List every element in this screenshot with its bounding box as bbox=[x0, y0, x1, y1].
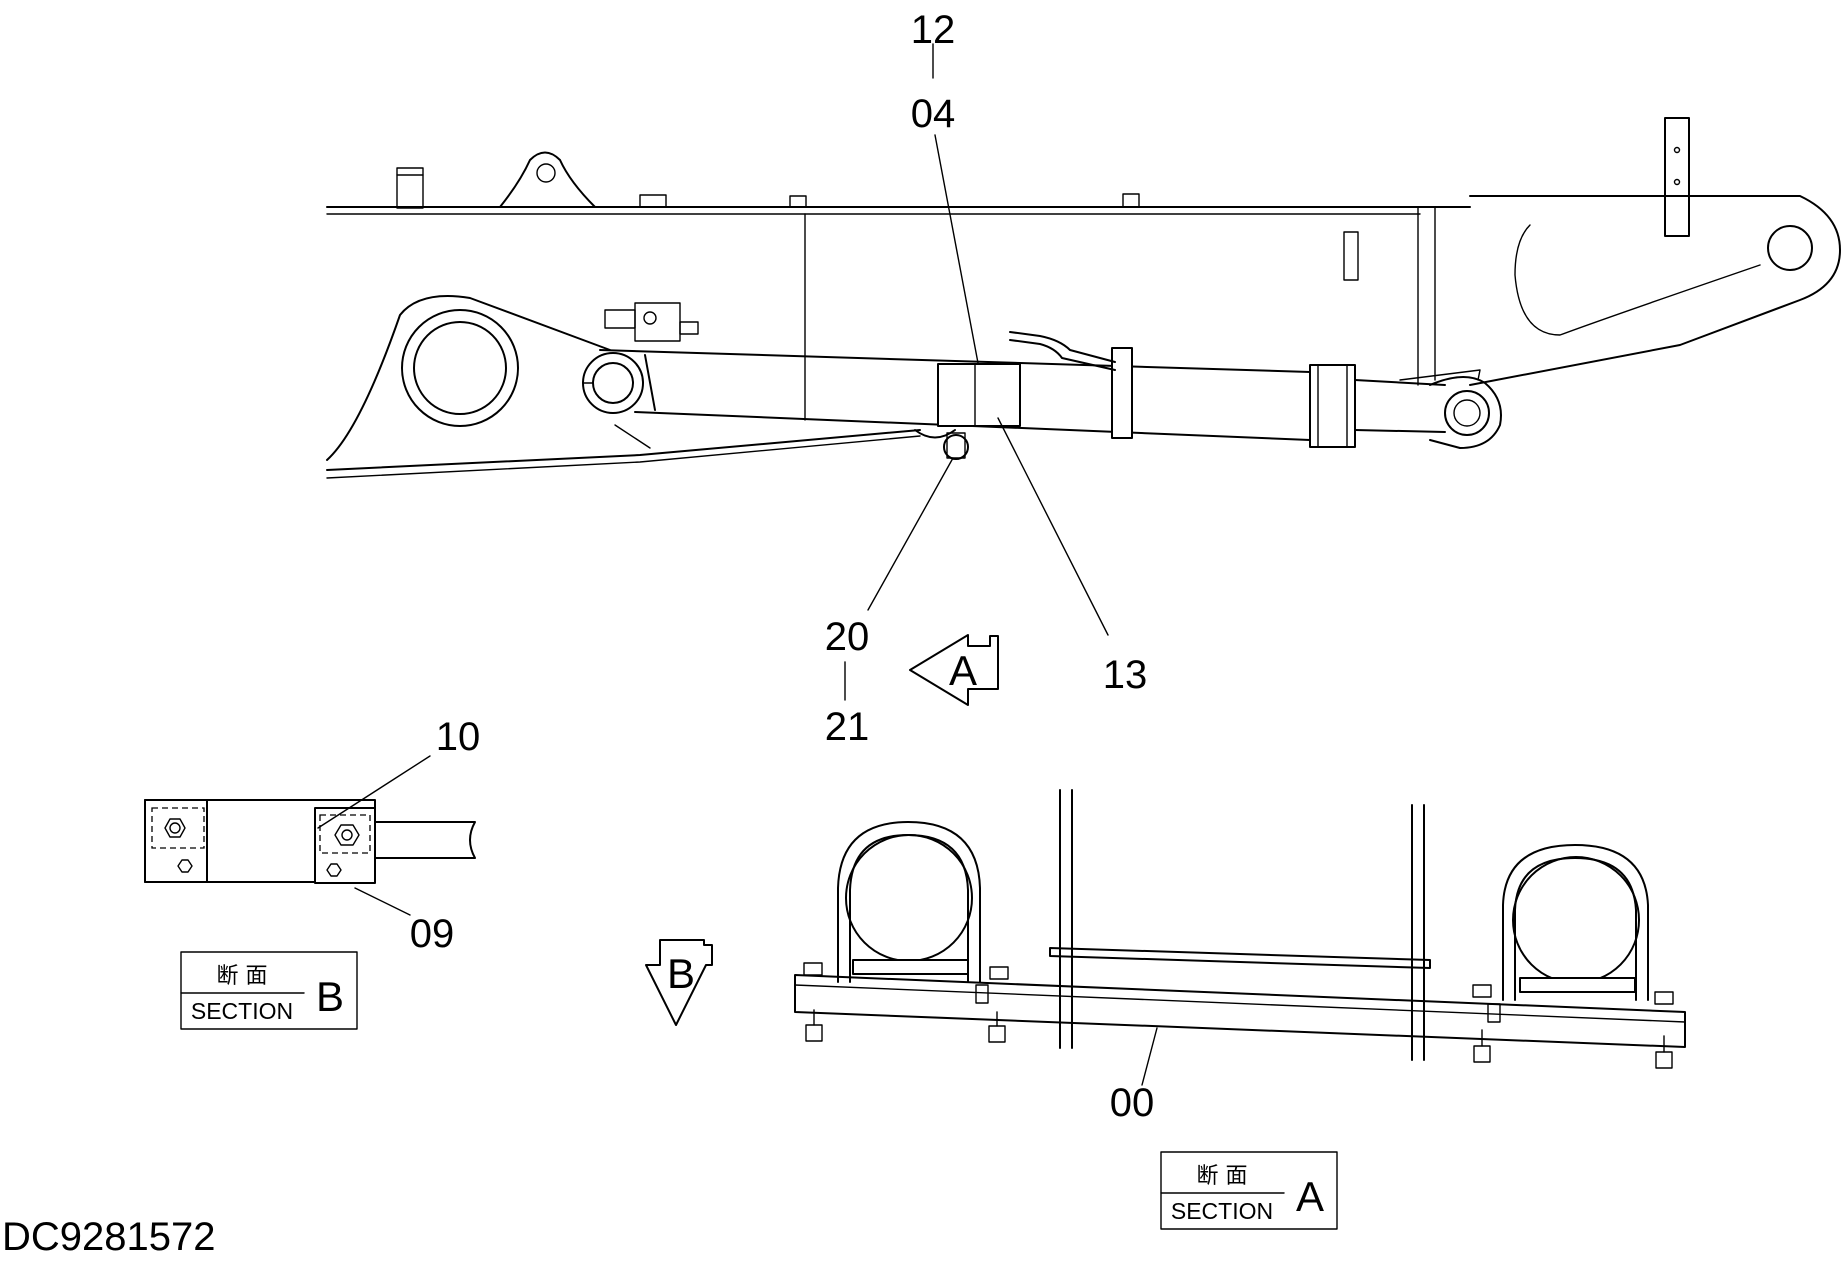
section-a-label: SECTION bbox=[1171, 1198, 1273, 1224]
boom-assembly bbox=[326, 117, 1841, 479]
section-a-label-box: 断 面 SECTION A bbox=[1160, 1151, 1338, 1230]
callout-09: 09 bbox=[410, 912, 455, 956]
nuts bbox=[803, 962, 1674, 1069]
section-b-label-box: 断 面 SECTION B bbox=[180, 951, 358, 1030]
section-a-letter: A bbox=[1296, 1173, 1324, 1220]
section-a-detail bbox=[794, 789, 1686, 1086]
callout-04: 04 bbox=[911, 92, 956, 136]
callout-21: 21 bbox=[825, 705, 870, 749]
callout-00: 00 bbox=[1110, 1081, 1155, 1125]
callout-10: 10 bbox=[436, 715, 481, 759]
callout-13: 13 bbox=[1103, 653, 1148, 697]
callout-20: 20 bbox=[825, 615, 870, 659]
view-marker-b-letter: B bbox=[667, 950, 695, 997]
section-b-detail bbox=[144, 755, 476, 916]
section-a-kanji: 断 面 bbox=[1197, 1164, 1248, 1189]
view-arrow-a: A bbox=[909, 634, 999, 706]
view-marker-a-letter: A bbox=[949, 647, 977, 694]
view-arrow-b: B bbox=[645, 939, 713, 1026]
section-b-letter: B bbox=[316, 973, 344, 1020]
leader-lines-main bbox=[844, 43, 1109, 701]
callout-12: 12 bbox=[911, 8, 956, 52]
drawing-number: DC9281572 bbox=[2, 1215, 216, 1259]
section-b-kanji: 断 面 bbox=[217, 964, 268, 989]
section-b-label: SECTION bbox=[191, 998, 293, 1024]
